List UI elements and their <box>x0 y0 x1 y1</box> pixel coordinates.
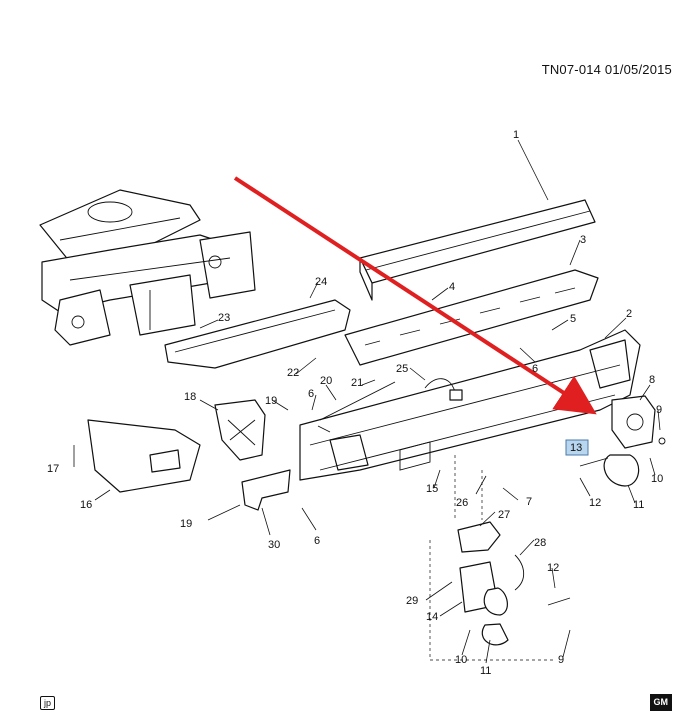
part-18-bracket <box>214 399 266 461</box>
callout-30: 30 <box>268 539 280 551</box>
leader-lines <box>73 139 661 664</box>
callout-18: 18 <box>184 391 196 403</box>
callout-16: 16 <box>80 499 92 511</box>
part-20-rod <box>317 381 396 433</box>
gm-logo: GM <box>649 694 672 711</box>
callout-2: 2 <box>626 308 632 320</box>
callout-5: 5 <box>570 313 576 325</box>
callout-labels: 1 2 3 4 5 6 6 6 7 8 9 9 10 10 11 11 12 1… <box>47 129 663 677</box>
callout-6b: 6 <box>308 388 314 400</box>
callout-19a: 19 <box>265 395 277 407</box>
callout-6c: 6 <box>314 535 320 547</box>
callout-9b: 9 <box>558 654 564 666</box>
callout-3: 3 <box>580 234 586 246</box>
callout-12a: 12 <box>589 497 601 509</box>
red-annotation-arrow <box>233 176 597 415</box>
part-16-bumper-end <box>87 419 201 493</box>
callout-13-highlight <box>565 439 589 456</box>
jp-badge: jp <box>40 696 56 710</box>
part-30-bracket <box>241 469 291 511</box>
callout-11a: 11 <box>633 499 644 511</box>
callout-19b: 19 <box>180 518 192 530</box>
part-1-impact-bar <box>359 199 596 301</box>
document-reference: TN07-014 01/05/2015 <box>541 62 672 77</box>
callout-9a: 9 <box>656 404 662 416</box>
callout-6a: 6 <box>532 363 538 375</box>
callout-13: 13 <box>570 442 582 454</box>
bumper-face-bar <box>299 329 641 481</box>
tow-hook-assembly-right <box>579 395 666 487</box>
callout-1: 1 <box>513 129 519 141</box>
callout-14: 14 <box>426 611 438 623</box>
callout-29: 29 <box>406 595 418 607</box>
callout-24: 24 <box>315 276 327 288</box>
part-3-step-pad <box>344 269 599 366</box>
part-24-step-pad <box>164 299 351 369</box>
callout-20: 20 <box>320 375 332 387</box>
callout-11b: 11 <box>480 665 491 677</box>
callout-15: 15 <box>426 483 438 495</box>
callout-12b: 12 <box>547 562 559 574</box>
callout-10a: 10 <box>651 473 663 485</box>
callout-4: 4 <box>449 281 455 293</box>
callout-23: 23 <box>218 312 230 324</box>
callout-22: 22 <box>287 367 299 379</box>
callout-8: 8 <box>649 374 655 386</box>
tow-hook-assembly-lower <box>429 455 571 661</box>
callout-28: 28 <box>534 537 546 549</box>
callout-27: 27 <box>498 509 510 521</box>
callout-26: 26 <box>456 497 468 509</box>
callout-7: 7 <box>526 496 532 508</box>
callout-25: 25 <box>396 363 408 375</box>
callout-10b: 10 <box>455 654 467 666</box>
callout-17: 17 <box>47 463 59 475</box>
part-25-wiring <box>424 378 463 401</box>
vehicle-frame <box>39 189 256 346</box>
callout-21: 21 <box>351 377 363 389</box>
